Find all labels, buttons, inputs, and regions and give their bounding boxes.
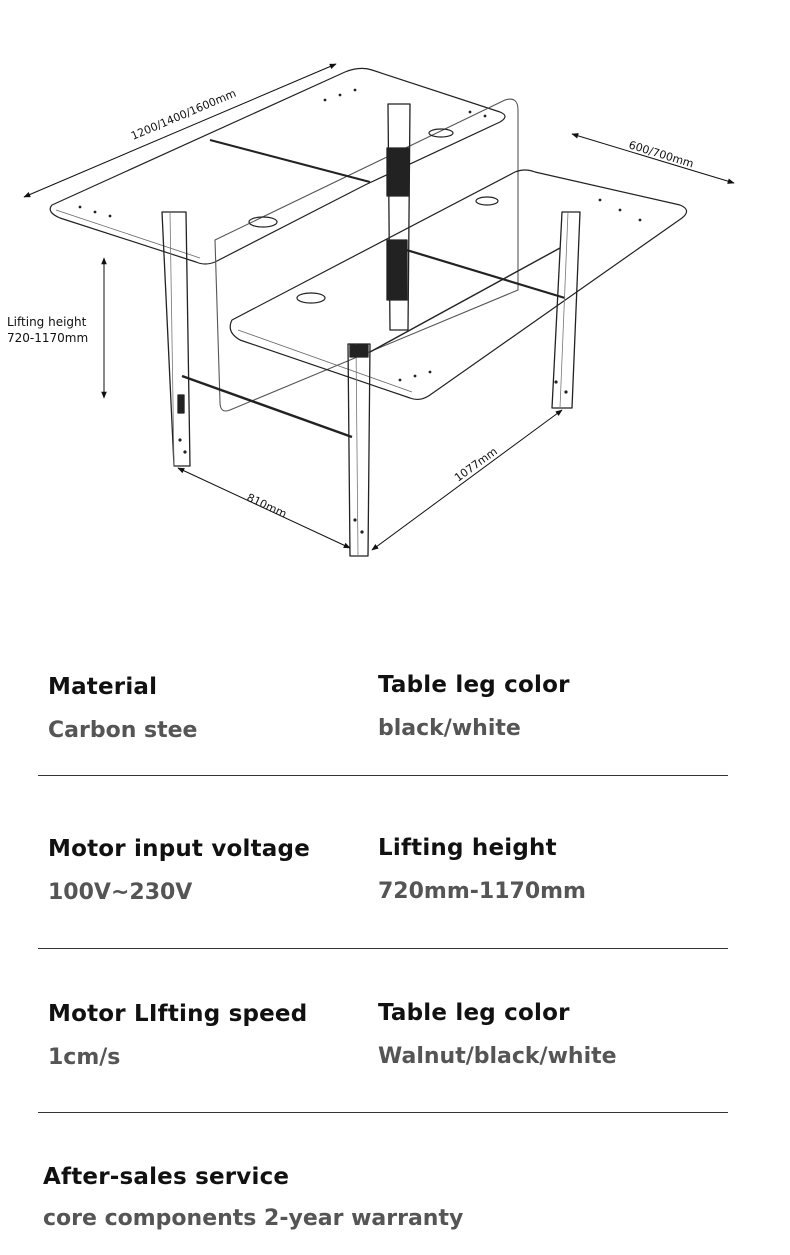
desk-dimension-diagram: 1200/1400/1600mm 600/700mm Lifting heigh… xyxy=(7,63,735,557)
leg-center-back xyxy=(386,103,411,331)
spec-label: After-sales service xyxy=(43,1164,290,1190)
spec-label: Table leg color xyxy=(378,1000,570,1026)
dim-depth-label: 600/700mm xyxy=(627,138,695,170)
tabletop-front xyxy=(229,169,688,401)
dim-lift-label-1: Lifting height xyxy=(7,315,87,329)
spec-value: 720mm-1170mm xyxy=(378,879,586,904)
leg-right xyxy=(551,211,581,409)
spec-label: Lifting height xyxy=(378,835,557,861)
divider xyxy=(38,1112,728,1113)
spec-leg-color: Table leg color black/white xyxy=(378,672,570,741)
spec-material: Material Carbon stee xyxy=(48,674,197,743)
spec-value: core components 2-year warranty xyxy=(43,1206,464,1231)
spec-label: Motor input voltage xyxy=(48,836,310,862)
spec-lifting-speed: Motor LIfting speed 1cm/s xyxy=(48,1001,307,1070)
fastener-dots xyxy=(78,88,642,534)
divider xyxy=(38,948,728,949)
tabletop-back xyxy=(49,67,506,265)
divider xyxy=(38,775,728,776)
spec-label: Table leg color xyxy=(378,672,570,698)
spec-label: Material xyxy=(48,674,158,700)
spec-value: 1cm/s xyxy=(48,1045,121,1070)
spec-leg-color-2: Table leg color Walnut/black/white xyxy=(378,1000,617,1069)
spec-value: black/white xyxy=(378,716,521,741)
leg-left-front xyxy=(161,211,191,467)
spec-motor-voltage: Motor input voltage 100V~230V xyxy=(48,836,310,905)
spec-after-sales: After-sales service core components 2-ye… xyxy=(43,1164,463,1231)
spec-value: Carbon stee xyxy=(48,718,198,743)
spec-label: Motor LIfting speed xyxy=(48,1001,308,1027)
spec-value: 100V~230V xyxy=(48,880,193,905)
dim-lift-label-2: 720-1170mm xyxy=(7,331,88,345)
spec-lifting-height: Lifting height 720mm-1170mm xyxy=(378,835,586,904)
spec-value: Walnut/black/white xyxy=(378,1044,617,1069)
privacy-panel xyxy=(214,98,519,412)
dim-width-label: 1200/1400/1600mm xyxy=(129,87,238,143)
dim-inner-width-label: 810mm xyxy=(245,491,289,521)
dim-base-length-label: 1077mm xyxy=(452,445,500,485)
